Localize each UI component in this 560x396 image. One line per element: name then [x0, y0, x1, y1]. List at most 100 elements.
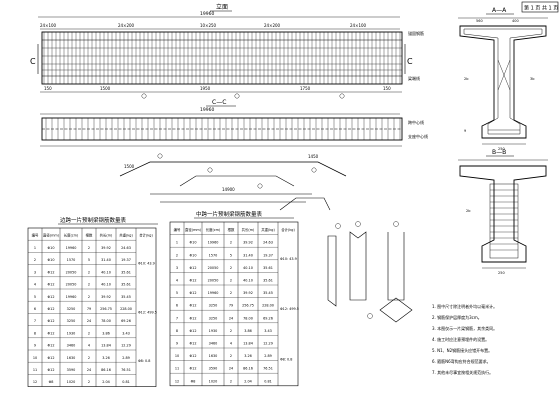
table-cell: 86.16: [101, 368, 111, 372]
table-cell: 1630: [67, 356, 76, 360]
table-cell: 69.26: [263, 316, 273, 320]
rebar-table-left: 边跨一片预制梁钢筋数量表 编号直径(mm)长度(cm)根数共长(m)共重(kg)…: [27, 216, 158, 387]
section-cc-view: C—C 19960 跨中心线 支座中心线: [40, 99, 428, 147]
aa-dim-400: 400: [512, 19, 519, 23]
table-cell: 2.89: [122, 356, 130, 360]
table-header-cell: 共重(kg): [119, 233, 133, 238]
table-cell: Φ12: [190, 266, 197, 270]
table-cell: 24: [87, 319, 91, 323]
rebar-table-right: 中跨一片预制梁钢筋数量表 编号直径(mm)长度(cm)根数共长(m)共重(kg)…: [169, 210, 299, 387]
table-cell: 39.92: [243, 241, 253, 245]
table-cell: 3: [34, 270, 36, 274]
table-header-cell: 直径(mm): [43, 233, 60, 238]
table-total-cell: Φ12: 499.5: [280, 307, 299, 311]
table-total-cell: Φ8: 0.8: [280, 358, 292, 362]
table-cell: 3250: [209, 316, 218, 320]
table-cell: 79: [87, 307, 91, 311]
table-cell: Φ8: [191, 379, 196, 383]
table-cell: Φ12: [190, 329, 197, 333]
table-cell: 1570: [209, 253, 218, 257]
table-cell: 2: [176, 253, 178, 257]
table-cell: 8: [176, 329, 178, 333]
table-cell: Φ10: [48, 258, 55, 262]
table-cell: Φ12: [190, 304, 197, 308]
table-cell: 10: [33, 356, 37, 360]
table-cell: 24: [229, 367, 233, 371]
section-aa-view: A—A 560 400 2b 3b 9 250: [458, 7, 548, 151]
table-cell: 35.61: [263, 266, 273, 270]
note-line: 1. 图中尺寸除注明者外均以毫米计。: [432, 303, 497, 309]
table-cell: 3460: [67, 344, 76, 348]
elev-dim-1950: 1950: [200, 86, 211, 91]
dim-24x200-right: 24×200: [264, 23, 281, 28]
table-cell: Φ12: [48, 319, 55, 323]
table-cell: 1: [176, 241, 178, 245]
table-cell: 2.04: [244, 379, 252, 383]
table-cell: 1930: [209, 329, 218, 333]
table-cell: Φ12: [190, 354, 197, 358]
table-cell: 228.00: [262, 304, 274, 308]
table-cell: Φ12: [190, 291, 197, 295]
cc-note-mid: 跨中心线: [408, 119, 424, 125]
table-cell: Φ12: [48, 283, 55, 287]
table-cell: 2: [88, 380, 90, 384]
note-line: 3. 本图仅示一片梁钢筋，其余类同。: [432, 325, 497, 331]
table-cell: 5: [88, 258, 90, 262]
table-cell: 10: [175, 354, 179, 358]
table-cell: 19960: [66, 295, 77, 299]
notes-block: 1. 图中尺寸除注明者外均以毫米计。2. 钢筋保护层厚度为3cm。3. 本图仅示…: [432, 303, 497, 375]
page-box: 第 1 页 共 1 页: [521, 1, 558, 13]
dim-24x100-left: 24×100: [40, 23, 57, 28]
bent-dim-14900: 14900: [222, 187, 235, 192]
table-header-cell: 合计(kg): [281, 227, 295, 232]
section-bb-view: B—B 2b 250: [458, 149, 548, 275]
table-cell: Φ12: [48, 307, 55, 311]
table-cell: 12.29: [263, 341, 273, 345]
table-total-cell: Φ10: 43.9: [280, 257, 297, 261]
table-cell: 3.26: [102, 356, 110, 360]
table-cell: 256.75: [242, 304, 254, 308]
table-total-cell: Φ12: 499.5: [138, 310, 157, 314]
table-header-cell: 合计(kg): [139, 233, 153, 238]
table-cell: 2: [230, 241, 232, 245]
table-cell: 3250: [67, 319, 76, 323]
bb-label-2b: 2b: [466, 209, 471, 213]
table-cell: 19.37: [263, 253, 273, 257]
table-cell: 1630: [209, 354, 218, 358]
table-cell: 35.61: [121, 283, 131, 287]
elev-dim-1750: 1750: [300, 86, 311, 91]
table-cell: 3.86: [102, 331, 110, 335]
bent-dim-1500: 1500: [124, 164, 135, 169]
table-cell: 1020: [209, 379, 218, 383]
table-left-title: 边跨一片预制梁钢筋数量表: [60, 216, 127, 224]
elev-cut-c-right: C: [407, 57, 413, 66]
table-cell: 20050: [208, 266, 219, 270]
table-cell: 3.86: [244, 329, 252, 333]
table-cell: 2.89: [264, 354, 272, 358]
table-cell: 7: [176, 316, 178, 320]
table-cell: 40.10: [101, 270, 111, 274]
bent-dim-1450: 1450: [308, 154, 319, 159]
table-cell: 76.51: [263, 367, 273, 371]
table-cell: 2: [88, 246, 90, 250]
table-cell: Φ12: [48, 295, 55, 299]
table-cell: 40.10: [243, 278, 253, 282]
bb-dim-250: 250: [498, 271, 505, 275]
table-total-cell: Φ8: 0.8: [138, 359, 150, 363]
table-header-cell: 共重(kg): [261, 227, 275, 232]
elev-dim-150-right: 150: [383, 86, 391, 91]
table-cell: 13.84: [243, 341, 253, 345]
dim-24x200-left: 24×200: [118, 23, 135, 28]
table-cell: 35.61: [121, 270, 131, 274]
table-cell: Φ12: [190, 316, 197, 320]
table-cell: 2: [34, 258, 36, 262]
elev-note-anchor: 锚固钢筋: [408, 30, 424, 36]
table-header-cell: 共长(m): [242, 227, 255, 232]
note-line: 6. 箍筋N6弯钩应符合规范要求。: [432, 358, 491, 364]
table-cell: 31.40: [101, 258, 111, 262]
table-cell: 0.81: [122, 380, 130, 384]
table-header-cell: 编号: [32, 233, 39, 238]
table-cell: 8: [34, 331, 36, 335]
table-header-cell: 直径(mm): [185, 227, 202, 232]
table-cell: 3460: [209, 341, 218, 345]
